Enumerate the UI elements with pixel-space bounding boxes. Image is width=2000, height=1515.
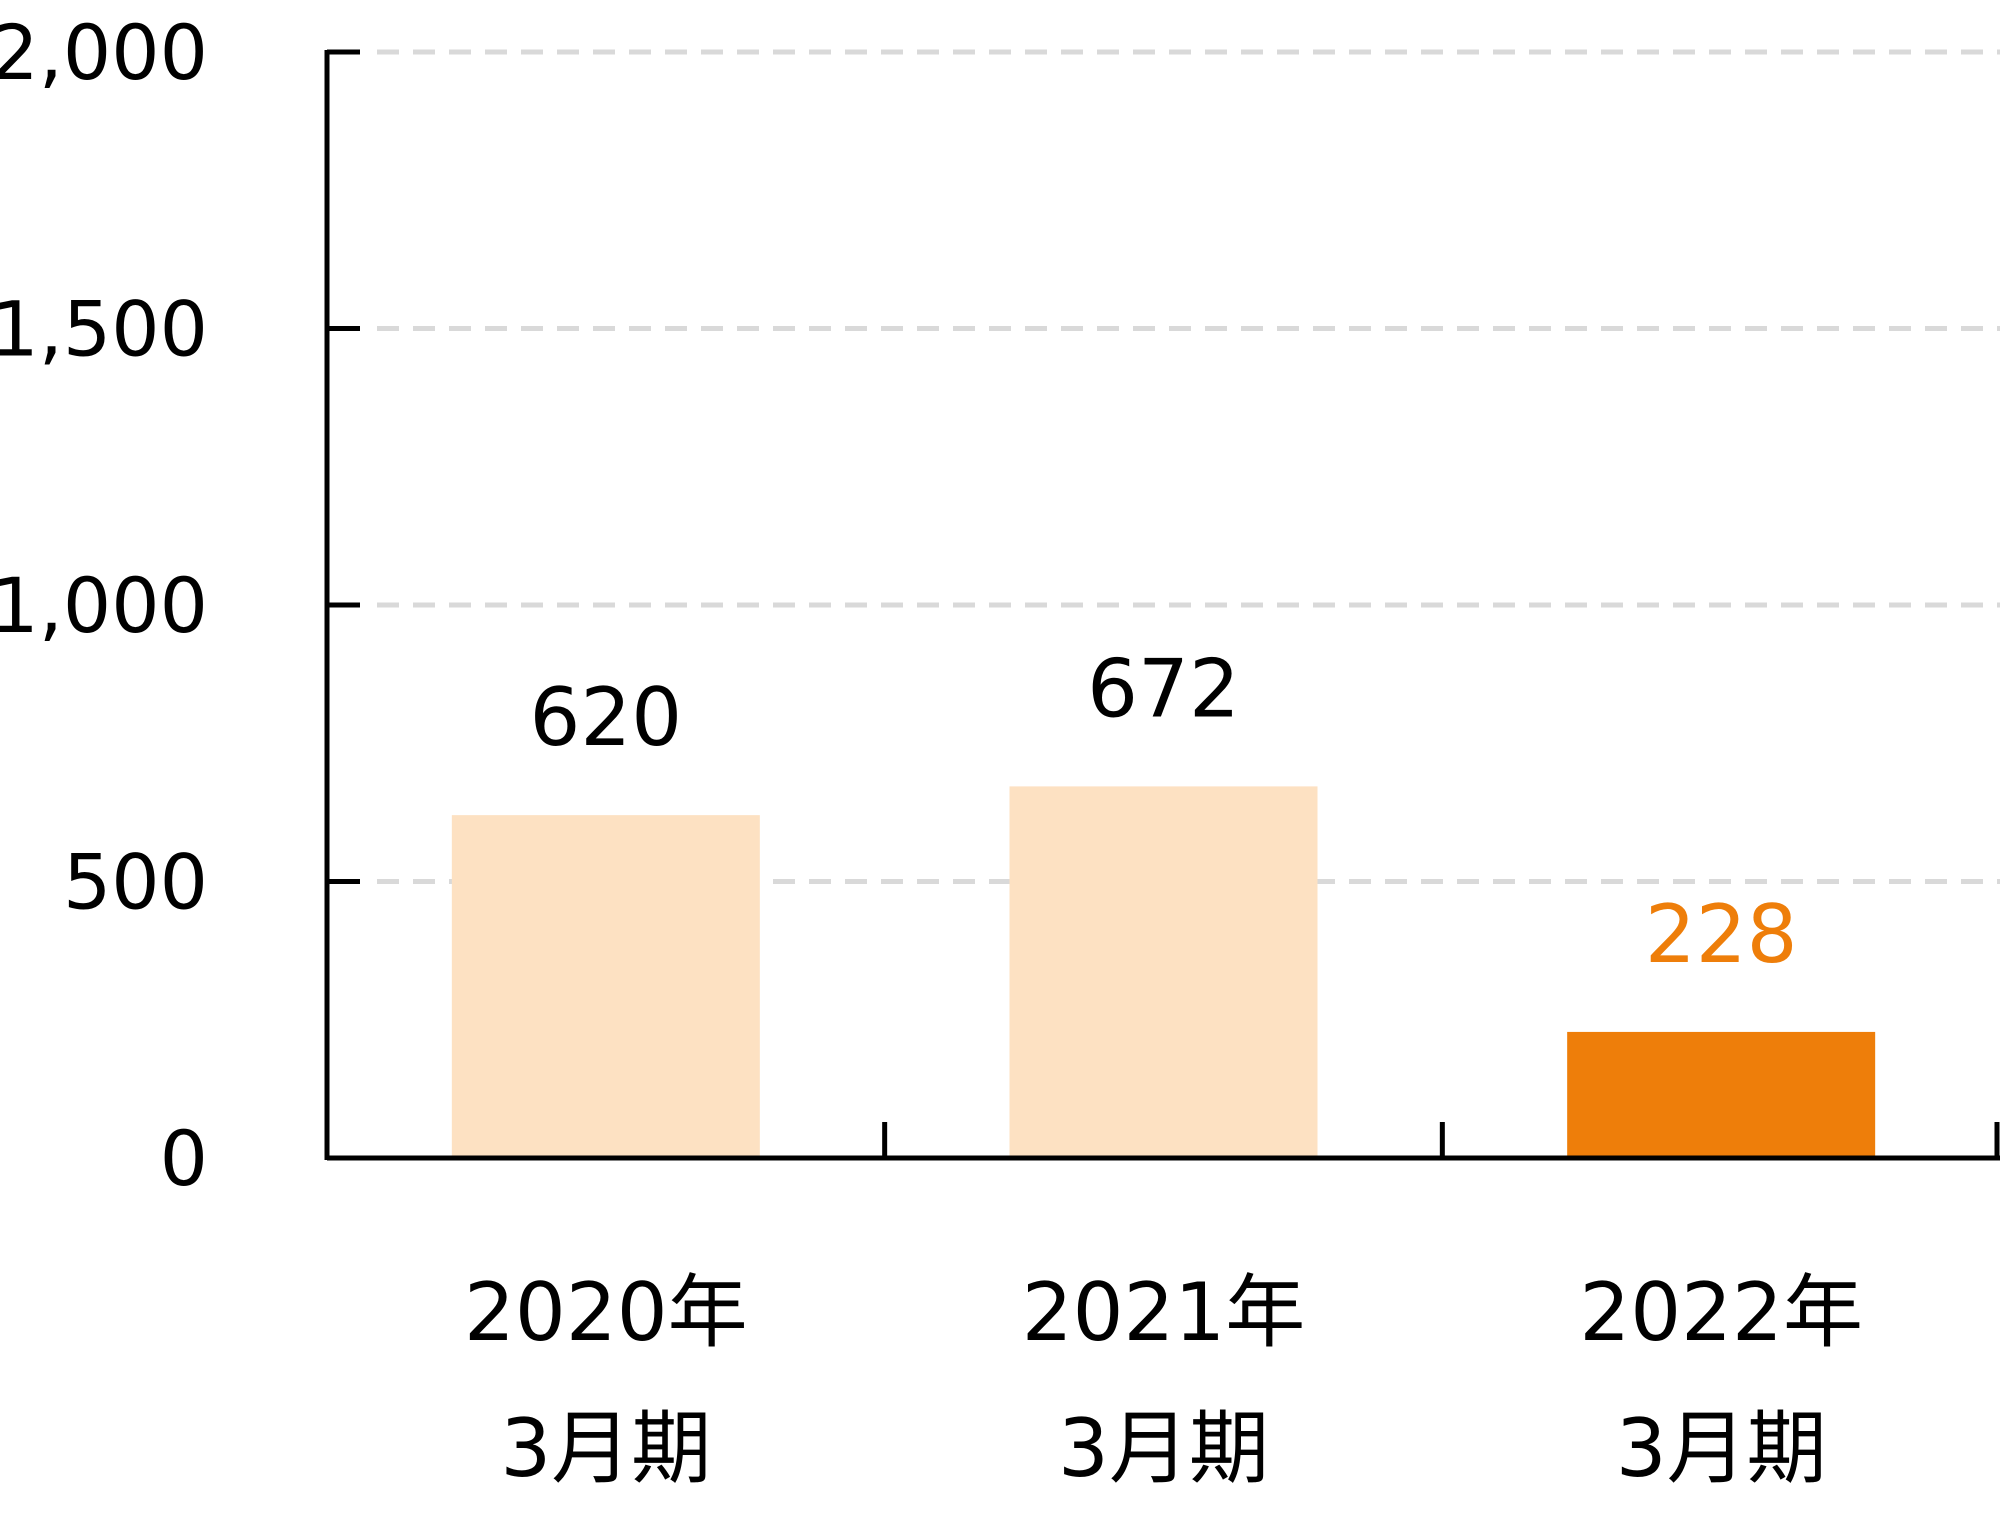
bars <box>451 786 1876 1158</box>
x-category-label-line: 2020年 <box>464 1266 748 1359</box>
axes <box>324 49 2000 1161</box>
data-label: 672 <box>1087 642 1240 735</box>
bar <box>451 815 760 1158</box>
y-tick-label: 2,000 <box>0 8 208 97</box>
bar <box>1009 786 1318 1158</box>
x-category-label-line: 3月期 <box>1616 1402 1827 1495</box>
y-tick-label: 0 <box>160 1114 208 1203</box>
x-category-label: 2022年 3月期 <box>1579 1266 1863 1495</box>
x-category-label-line: 2022年 <box>1579 1266 1863 1359</box>
y-tick-label: 1,000 <box>0 561 208 650</box>
y-tick-label: 500 <box>63 838 208 927</box>
x-category-label-line: 2021年 <box>1022 1266 1306 1359</box>
data-labels: 620 672 228 <box>529 642 1797 981</box>
x-category-label-line: 3月期 <box>500 1402 711 1495</box>
data-label: 620 <box>529 671 682 764</box>
x-category-label-line: 3月期 <box>1058 1402 1269 1495</box>
y-tick-labels: 0 500 1,000 1,500 2,000 <box>0 8 208 1203</box>
bar <box>1567 1031 1876 1158</box>
x-category-labels: 2020年 3月期 2021年 3月期 2022年 3月期 <box>464 1266 1863 1495</box>
x-category-label: 2021年 3月期 <box>1022 1266 1306 1495</box>
y-tick-label: 1,500 <box>0 285 208 374</box>
data-label: 228 <box>1645 888 1798 981</box>
x-category-label: 2020年 3月期 <box>464 1266 748 1495</box>
